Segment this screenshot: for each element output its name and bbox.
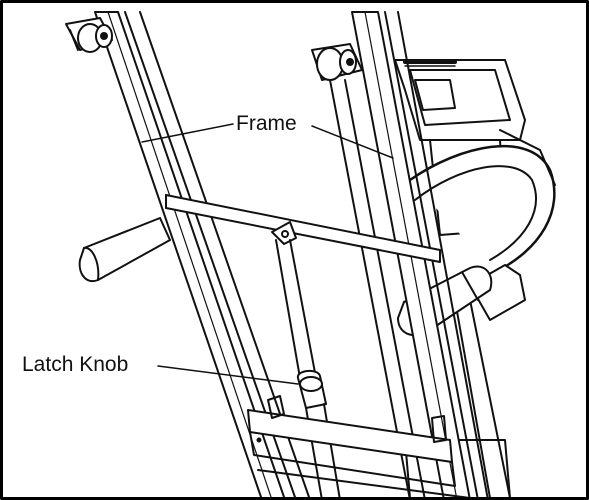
roller-left: [65, 17, 113, 53]
latch-knob-leader: [157, 365, 299, 385]
frame-label: Frame: [236, 112, 297, 135]
frame-leader-right: [311, 125, 394, 159]
cross-bar: [165, 194, 441, 263]
latch-strut: [271, 221, 341, 500]
latch-knob-label: Latch Knob: [22, 353, 129, 376]
left-hand-grip: [78, 217, 171, 283]
frame-leader-left: [141, 123, 234, 143]
leader-lines: [141, 123, 394, 385]
base-crossbar: [247, 395, 471, 499]
console-bracket: [394, 59, 526, 141]
roller-right: [311, 43, 363, 81]
